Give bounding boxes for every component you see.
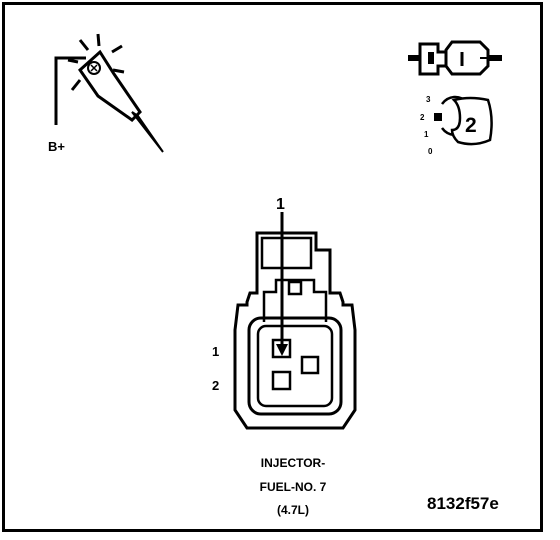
probe-body [78, 49, 142, 122]
connector-name-line-1: INJECTOR- [261, 456, 325, 470]
cavity-3 [300, 355, 320, 375]
connector-latch-window [260, 236, 313, 270]
cavity-label-2: 2 [212, 378, 219, 393]
dial-number-2: 2 [420, 113, 425, 122]
pin-callout-number: 1 [276, 196, 285, 213]
cavity-label-1: 1 [212, 344, 219, 359]
cavity-2 [271, 370, 292, 391]
connector-name-line-3: (4.7L) [277, 503, 309, 517]
connector-name-line-2: FUEL-NO. 7 [260, 480, 327, 494]
dial-number-0: 0 [428, 147, 433, 156]
figure-id: 8132f57e [427, 494, 499, 513]
dial-marker [434, 113, 442, 121]
connector-face: 1 1 2 [212, 196, 357, 430]
key-position-value: 2 [465, 114, 477, 137]
supply-label: B+ [48, 139, 65, 154]
back-probe-icon: B+ [48, 33, 164, 154]
dial-number-1: 1 [424, 130, 429, 139]
connector-lock [262, 278, 328, 322]
connector-name: INJECTOR- FUEL-NO. 7 (4.7L) [260, 456, 327, 517]
connector-inner-wall [247, 316, 343, 416]
connector-shell [233, 231, 357, 430]
lock-tab [287, 280, 303, 296]
terminal-area [256, 324, 334, 408]
supply-wire [54, 56, 86, 125]
key-tab-icon [450, 96, 493, 146]
probe-needle [131, 111, 164, 153]
dial-number-3: 3 [426, 95, 431, 104]
pin-callout-arrowhead [276, 344, 288, 356]
female-half-icon [444, 40, 490, 76]
connector-key-icon: 3 2 1 0 2 [408, 40, 502, 156]
